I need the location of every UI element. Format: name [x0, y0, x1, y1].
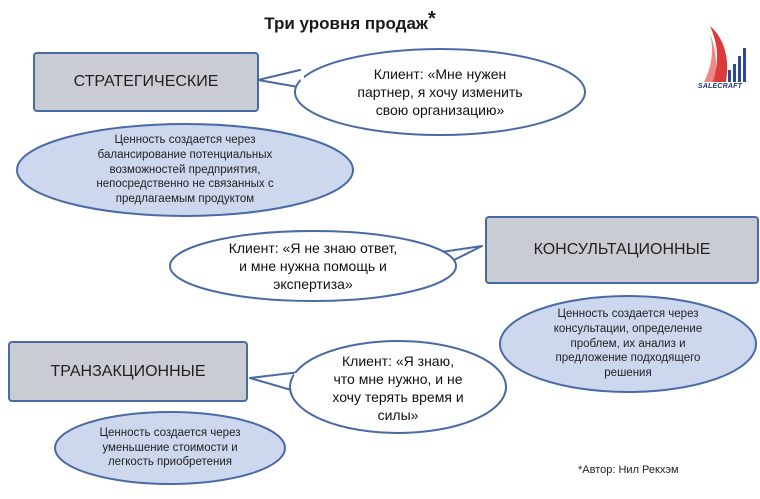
quote-bubble-consulting: [169, 230, 483, 302]
value-ellipse-strategic: [16, 123, 354, 217]
value-text-strategic: Ценность создается через балансирование …: [96, 133, 274, 206]
quote-bubble-strategic: [257, 48, 586, 136]
client-quote-strategic: Клиент: «Мне нужен партнер, я хочу измен…: [357, 65, 523, 119]
level-box-consulting: КОНСУЛЬТАЦИОННЫЕ: [485, 216, 759, 284]
title-mark: *: [427, 8, 436, 30]
level-box-strategic: СТРАТЕГИЧЕСКИЕ: [33, 52, 259, 112]
title-text: Три уровня продаж: [264, 14, 428, 33]
client-quote-consulting: Клиент: «Я не знаю ответ, и мне нужна по…: [228, 239, 398, 293]
author-footnote: *Автор: Нил Рекхэм: [578, 464, 679, 476]
quote-bubble-transactional: [249, 340, 507, 434]
value-ellipse-transactional: [54, 411, 286, 485]
logo-text: SALECRAFT: [697, 83, 743, 90]
value-ellipse-consulting: [499, 295, 757, 393]
diagram-title: Три уровня продаж*: [0, 8, 700, 34]
value-text-transactional: Ценность создается через уменьшение стои…: [99, 426, 241, 469]
level-box-transactional: ТРАНЗАКЦИОННЫЕ: [8, 341, 248, 402]
client-quote-transactional: Клиент: «Я знаю, что мне нужно, и не хоч…: [332, 352, 464, 424]
salecraft-logo-icon: [704, 26, 746, 82]
value-text-consulting: Ценность создается через консультации, о…: [553, 307, 703, 380]
